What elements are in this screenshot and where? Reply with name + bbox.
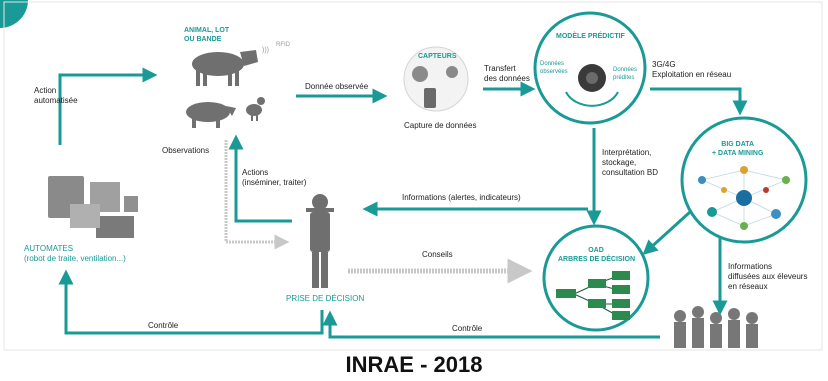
diagram-frame <box>3 1 823 351</box>
arrow-actions <box>228 134 292 223</box>
controle-left-label: Contrôle <box>148 321 179 330</box>
interpretation-label: Interprétation, stockage, consultation B… <box>602 148 659 177</box>
model-gear-hub-icon <box>586 72 598 84</box>
capteurs-title: CAPTEURS <box>418 53 457 60</box>
farmer-icon <box>306 194 334 288</box>
rfid-label: RFID <box>276 42 290 48</box>
oad-node <box>542 224 650 332</box>
chicken-icon <box>246 97 265 121</box>
automates-title: AUTOMATES (robot de traite, ventilation.… <box>24 244 126 263</box>
arrow-bigdata-oad <box>642 210 692 256</box>
decision-title: PRISE DE DÉCISION <box>286 294 365 303</box>
informations-label: Informations (alertes, indicateurs) <box>402 193 521 202</box>
conseils-label: Conseils <box>422 250 453 259</box>
robot-machine-icon <box>48 176 138 238</box>
arrow-controle-left <box>58 269 324 335</box>
network-label: 3G/4G Exploitation en réseau <box>652 60 732 79</box>
arrow-controle-right <box>322 310 660 339</box>
bigdata-title: BIG DATA + DATA MINING <box>712 141 764 157</box>
animal-title: ANIMAL, LOT OU BANDE <box>184 27 230 43</box>
farmers-group-icon <box>674 306 758 348</box>
transfert-label: Transfert des données <box>484 64 530 83</box>
arrow-action-automatisee <box>58 67 158 145</box>
action-label: Action automatisée <box>34 86 78 105</box>
network-nodes-icon <box>698 166 790 230</box>
donnee-observee-label: Donnée observée <box>305 82 369 91</box>
corner-badge <box>0 0 28 28</box>
arrow-observations-grey <box>224 140 290 250</box>
modele-observed-label: Données observées <box>540 61 568 75</box>
observations-label: Observations <box>162 146 210 155</box>
decision-tree-icon <box>556 271 630 320</box>
capteurs-caption: Capture de données <box>404 121 477 130</box>
oad-title: OAD ARBRES DE DÉCISION <box>558 247 636 263</box>
footer-credit: INRAE - 2018 <box>345 352 483 377</box>
diffusees-label: Informations diffusées aux éleveurs en r… <box>728 262 808 291</box>
cow-icon <box>192 50 258 86</box>
capteurs-node <box>403 46 469 112</box>
modele-predicted-label: Données prédites <box>613 67 638 81</box>
modele-title: MODÈLE PRÉDICTIF <box>556 33 625 40</box>
sensor-device-icon <box>412 66 458 108</box>
pig-icon <box>186 102 236 128</box>
controle-right-label: Contrôle <box>452 324 483 333</box>
actions-label: Actions (inséminer, traiter) <box>242 168 307 187</box>
rfid-signal-icon: ))) <box>262 47 269 54</box>
model-cycle-icon <box>565 91 619 107</box>
arrow-reseau <box>650 87 748 116</box>
